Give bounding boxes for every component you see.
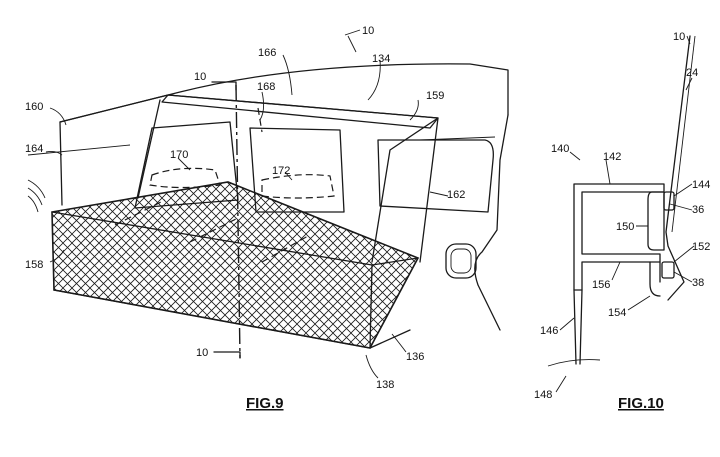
ref-label: 160 xyxy=(25,101,43,113)
truck-rear-contour xyxy=(474,114,509,331)
frame-140 xyxy=(573,183,665,291)
seat-outline-172 xyxy=(261,174,335,199)
fig10-drawing xyxy=(547,35,696,393)
figure-label-fig10: FIG.10 xyxy=(618,395,664,412)
ref-label: 166 xyxy=(258,47,276,59)
ref-label: 168 xyxy=(257,81,275,93)
ref-label: 134 xyxy=(372,53,390,65)
ref-label: 159 xyxy=(426,90,444,102)
net-side-158 xyxy=(51,181,420,349)
truck-roof-line xyxy=(59,63,509,123)
fuel-door xyxy=(445,243,477,279)
ref-label: 140 xyxy=(551,143,569,155)
fig9-drawing xyxy=(27,29,509,379)
ref-label: 154 xyxy=(608,307,626,319)
ref-label: 170 xyxy=(170,149,188,161)
ground-148 xyxy=(547,359,601,367)
hook-154 xyxy=(649,261,661,297)
clamp-body-150 xyxy=(647,191,665,251)
panel-24 xyxy=(665,35,691,301)
ref-label: 142 xyxy=(603,151,621,163)
section-arrow-bottom xyxy=(213,351,241,359)
ref-label: 158 xyxy=(25,259,43,271)
ref-label: 10 xyxy=(362,25,374,37)
front-wheel-arch xyxy=(27,179,46,213)
ref-label: 148 xyxy=(534,389,552,401)
ref-label: 150 xyxy=(616,221,634,233)
ref-label: 172 xyxy=(272,165,290,177)
section-arrow-top xyxy=(211,81,237,91)
section-line xyxy=(235,84,241,359)
figure-label-fig9: FIG.9 xyxy=(246,395,284,412)
ref-label: 152 xyxy=(692,241,710,253)
fig9-labels: 10 166 134 10 168 159 160 164 170 172 16… xyxy=(25,25,465,412)
ref-label: 38 xyxy=(692,277,704,289)
ref-label: 164 xyxy=(25,143,43,155)
ref-label: 10 xyxy=(194,71,206,83)
cab-window-rear xyxy=(249,127,345,213)
ref-label: 144 xyxy=(692,179,710,191)
leader-lines-fig9 xyxy=(45,29,449,379)
ref-label: 138 xyxy=(376,379,394,391)
ref-label: 162 xyxy=(447,189,465,201)
net-corner-edge xyxy=(369,264,373,349)
net-bottom-edge xyxy=(53,289,411,349)
ref-label: 36 xyxy=(692,204,704,216)
fastener-36 xyxy=(663,191,675,211)
ref-label: 10 xyxy=(196,347,208,359)
ref-label: 156 xyxy=(592,279,610,291)
rear-side-window xyxy=(377,139,494,213)
enclosure-top-rail xyxy=(161,94,439,129)
fig10-labels: 10 24 140 142 144 36 150 152 38 156 154 … xyxy=(534,31,710,412)
ref-label: 24 xyxy=(686,67,698,79)
fastener-38 xyxy=(661,261,675,279)
ref-label: 136 xyxy=(406,351,424,363)
leg-146 xyxy=(573,289,583,365)
ref-label: 10 xyxy=(673,31,685,43)
ref-label: 146 xyxy=(540,325,558,337)
leader-lines-fig10 xyxy=(555,35,695,393)
